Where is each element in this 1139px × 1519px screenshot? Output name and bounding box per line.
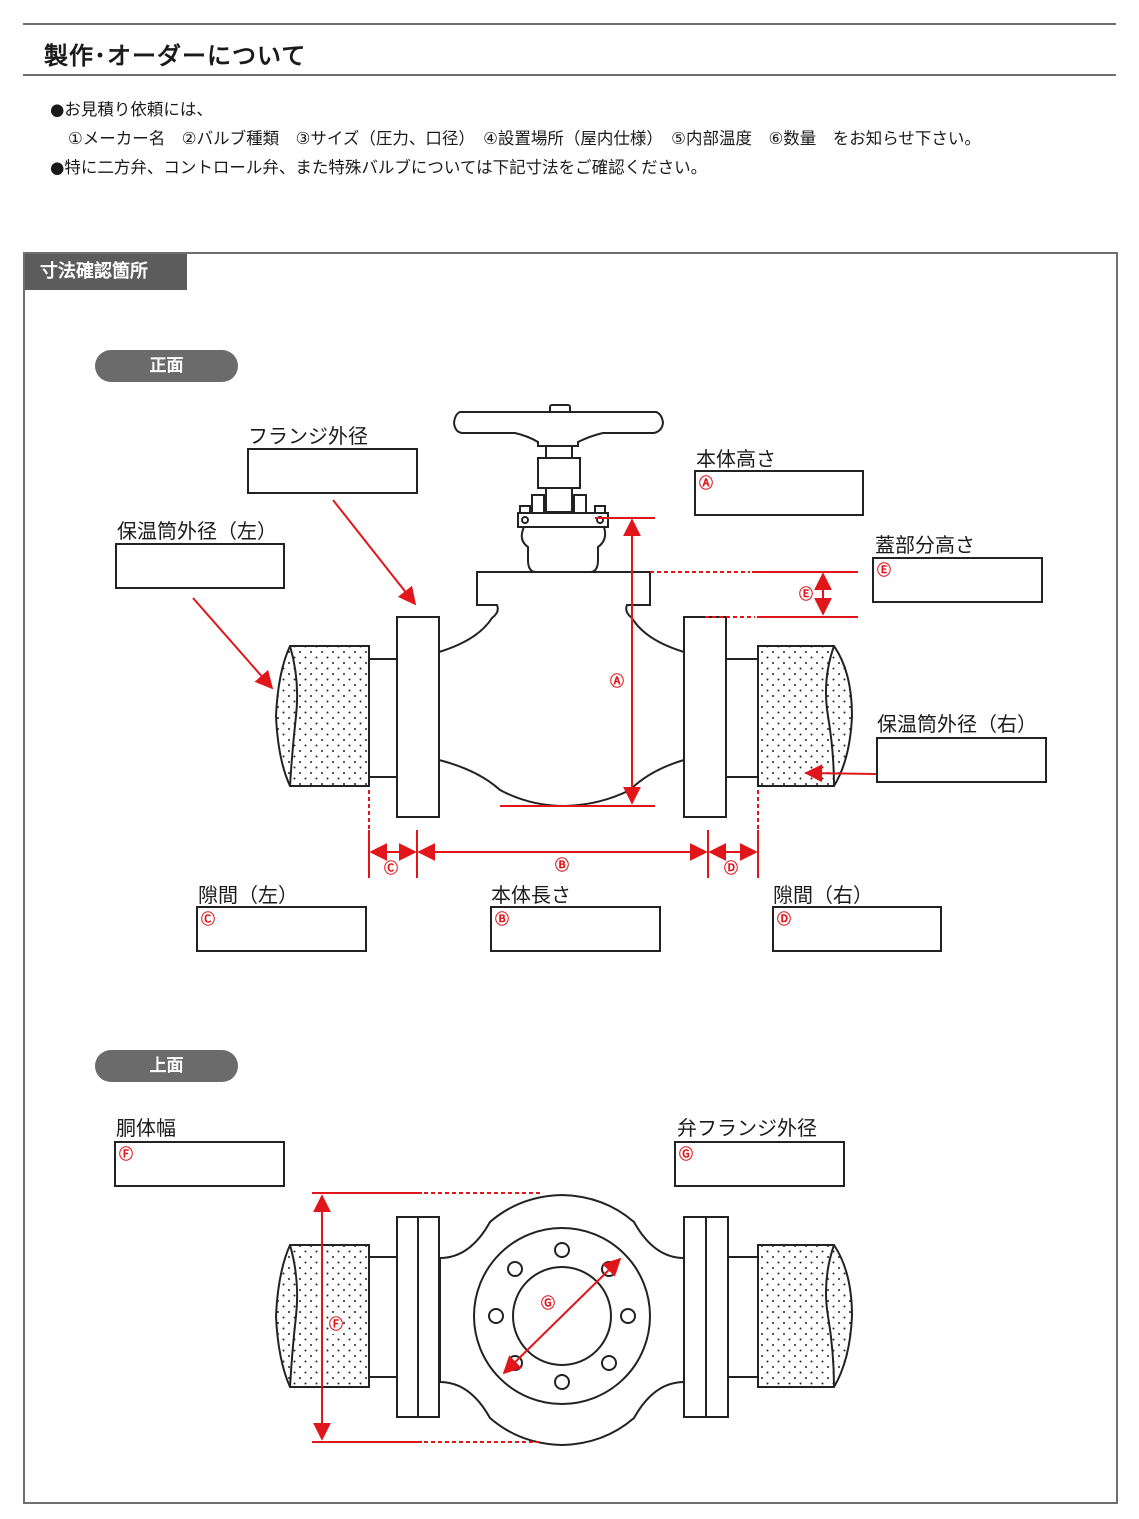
dimension-check-frame [23,252,1118,1504]
pipe-left [368,658,398,778]
leader-flange-od [332,499,417,606]
insulation-left [274,645,370,787]
gap-left-mark: Ⓒ [201,912,215,928]
note-line-2: ①メーカー名 ②バルブ種類 ③サイズ（圧力、口径） ④設置場所（屋内仕様） ⑤内… [68,129,981,148]
dim-mark-c: Ⓒ [384,861,398,877]
gap-right-field[interactable]: Ⓓ [772,906,942,952]
stem-lower [545,487,573,513]
note-line-1: ●お見積り依頼には、 [50,100,213,119]
title-rule [23,74,1116,76]
body-width-label: 胴体幅 [116,1116,176,1140]
body-length-field[interactable]: Ⓑ [490,906,661,952]
flange-right [683,616,727,818]
cover-height-field[interactable]: Ⓔ [872,557,1043,603]
body-length-label: 本体長さ [491,883,571,907]
handwheel [452,411,665,447]
insulation-right [757,645,854,787]
top-flange-right-a [683,1216,707,1418]
cover-height-label: 蓋部分高さ [875,533,975,557]
top-rule [23,23,1116,25]
cover-height-mark: Ⓔ [877,563,891,579]
dim-mark-g: Ⓖ [541,1293,555,1313]
insul-left-field[interactable] [115,543,285,589]
leader-insul-left [192,597,274,690]
insul-right-field[interactable] [876,737,1047,783]
front-view-pill: 正面 [95,350,238,382]
gap-right-mark: Ⓓ [777,912,791,928]
body-height-label: 本体高さ [696,447,776,471]
leader-insul-right [804,764,877,783]
top-pipe-right [727,1256,759,1378]
top-flange-left-a [396,1216,419,1418]
top-view [274,1193,854,1447]
top-flange-right-b [705,1216,729,1418]
flange-od-label: フランジ外径 [248,424,368,448]
insul-right-label: 保温筒外径（右） [877,712,1037,736]
body-height-mark: Ⓐ [699,476,713,492]
dim-line-g [502,1257,622,1375]
dim-mark-a: Ⓐ [610,671,624,691]
dim-mark-e: Ⓔ [799,584,813,604]
flange-left [396,616,440,818]
bonnet [520,526,607,573]
valve-flange-od-label: 弁フランジ外径 [677,1116,817,1140]
section-title: 寸法確認箇所 [25,254,187,290]
top-pipe-left [368,1256,398,1378]
dim-mark-d: Ⓓ [724,861,738,877]
body-width-mark: Ⓕ [119,1147,133,1163]
top-flange-left-b [417,1216,440,1418]
flange-od-field[interactable] [247,448,418,494]
valve-body [438,571,685,808]
bonnet-plate [517,512,609,528]
top-view-pill: 上面 [95,1050,238,1082]
body-length-mark: Ⓑ [495,912,509,928]
gap-right-label: 隙間（右） [773,883,873,907]
note-line-3: ●特に二方弁、コントロール弁、また特殊バルブについては下記寸法をご確認ください。 [50,158,708,177]
stem-upper [537,457,581,489]
valve-flange-od-field[interactable]: Ⓖ [674,1141,845,1187]
pipe-right [725,658,759,778]
front-view [274,404,854,818]
top-insulation-right [757,1244,854,1388]
dim-mark-b: Ⓑ [555,858,569,874]
body-width-field[interactable]: Ⓕ [114,1141,285,1187]
dim-mark-f: Ⓕ [329,1314,343,1334]
body-height-field[interactable]: Ⓐ [694,470,864,516]
stem-collar [545,445,573,459]
valve-flange-od-mark: Ⓖ [679,1147,693,1163]
gap-left-label: 隙間（左） [198,883,298,907]
page-title: 製作･オーダーについて [44,42,307,70]
insul-left-label: 保温筒外径（左） [117,519,277,543]
gap-left-field[interactable]: Ⓒ [196,906,367,952]
